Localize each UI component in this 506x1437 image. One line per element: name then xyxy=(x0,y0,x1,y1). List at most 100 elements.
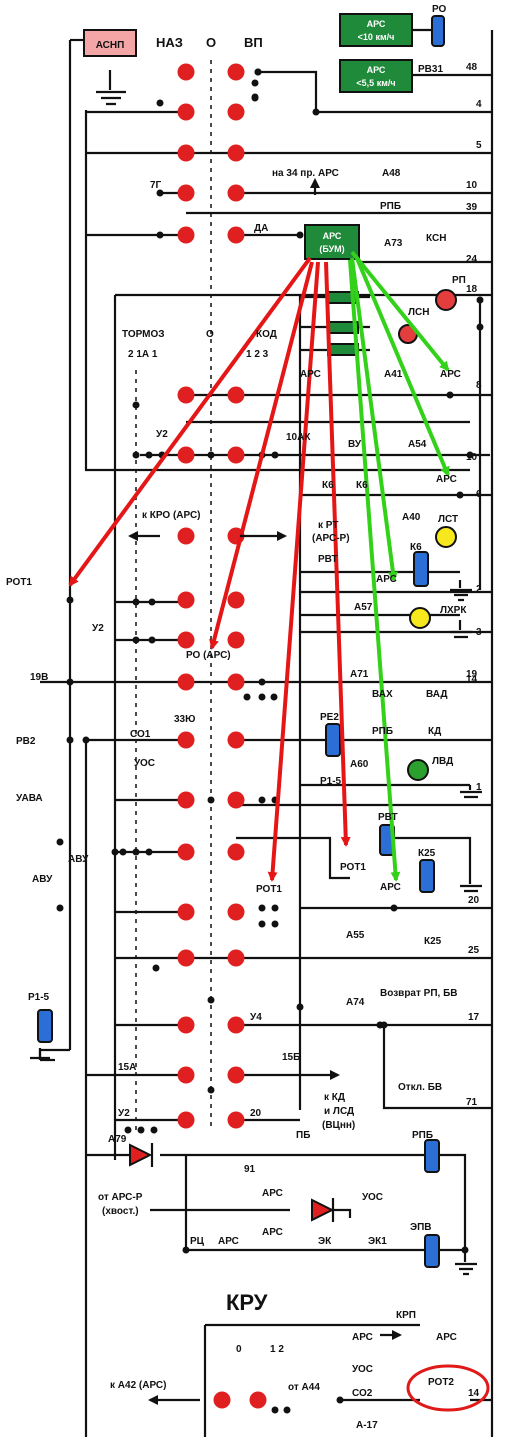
junction-dot xyxy=(456,491,464,499)
epv-label: ЭПВ xyxy=(410,1222,432,1233)
lst-label: ЛСТ xyxy=(438,514,458,525)
ek-label: ЭК xyxy=(318,1236,332,1247)
junction-dot xyxy=(258,796,266,804)
contact-dot xyxy=(227,949,245,967)
junction-dot xyxy=(251,93,259,101)
ot-a44-label: от А44 xyxy=(288,1382,320,1393)
tormoz-label: ТОРМОЗ xyxy=(122,329,165,340)
ot-arsr-label-1: от АРС-Р xyxy=(98,1192,143,1203)
7g-label: 7Г xyxy=(150,180,162,191)
diodes xyxy=(129,1143,335,1222)
junction-dot xyxy=(56,904,64,912)
a73-label: А73 xyxy=(384,238,403,249)
15a-label: 15А xyxy=(118,1062,136,1073)
junction-dot xyxy=(156,99,164,107)
contact-dot xyxy=(177,843,195,861)
labels: НАЗ О ВП РО РВ31 на 34 пр. АРС А48 7Г РП… xyxy=(6,4,480,1431)
junction-dot xyxy=(207,1086,215,1094)
contact-dot xyxy=(227,446,245,464)
ot-arsr-label-2: (хвост.) xyxy=(102,1206,139,1217)
r15-label: Р1-5 xyxy=(320,776,342,787)
wire-number: 1 xyxy=(476,782,482,793)
10ak-label: 10АК xyxy=(286,432,311,443)
wire-number: 17 xyxy=(468,1012,480,1023)
junction-dot xyxy=(132,636,140,644)
wire-number: 24 xyxy=(466,254,478,265)
ars-label-e: АРС xyxy=(380,882,401,893)
kru-0-label: 0 xyxy=(236,1344,242,1355)
rv2-label: РВ2 xyxy=(16,736,36,747)
wire-number: 4 xyxy=(476,99,482,110)
o2-label: О xyxy=(206,329,214,340)
wire-number: 19 xyxy=(466,669,478,680)
rot1-label-b: РОТ1 xyxy=(340,862,366,873)
contact-dot xyxy=(227,103,245,121)
contact-dot xyxy=(177,386,195,404)
vad-label: ВАД xyxy=(426,689,447,700)
junction-dot xyxy=(380,1021,388,1029)
a48-label: А48 xyxy=(382,168,401,179)
junction-dot xyxy=(119,848,127,856)
wire-number: 2 xyxy=(476,584,482,595)
relay-coils xyxy=(37,551,440,1268)
grounds xyxy=(38,580,482,1276)
wire-number: 3 xyxy=(476,627,482,638)
k6-label-a: К6 xyxy=(322,480,334,491)
red-arrows xyxy=(68,256,351,882)
svg-text:АРС: АРС xyxy=(323,231,342,241)
wire-number: 6 xyxy=(476,489,482,500)
krp-label: КРП xyxy=(396,1310,416,1321)
ars-label-j: АРС xyxy=(436,1332,457,1343)
junction-dot xyxy=(271,904,279,912)
junction-dot xyxy=(207,451,215,459)
junction-dot xyxy=(476,296,484,304)
contact-dot xyxy=(177,591,195,609)
junction-dot xyxy=(82,736,90,744)
contact-dot xyxy=(227,1111,245,1129)
ars-label-d: АРС xyxy=(376,574,397,585)
a54-label: А54 xyxy=(408,439,427,450)
ars-bum-box: АРС (БУМ) xyxy=(304,224,360,260)
contact-dot xyxy=(227,631,245,649)
contact-dot xyxy=(177,527,195,545)
wire-number: 5 xyxy=(476,140,482,151)
wire-number: 48 xyxy=(466,62,478,73)
kd-label: КД xyxy=(428,726,441,737)
ars34-label: на 34 пр. АРС xyxy=(272,168,339,179)
junction-dot xyxy=(111,848,119,856)
pb-label: ПБ xyxy=(296,1130,310,1141)
ars-lt55-box: АРС <5,5 км/ч xyxy=(339,59,413,93)
o-label: О xyxy=(206,35,216,50)
wire-number: 8 xyxy=(476,380,482,391)
rot2-label: РОТ2 xyxy=(428,1377,454,1388)
junction-dot xyxy=(390,904,398,912)
contact-dot xyxy=(227,673,245,691)
junction-dot xyxy=(152,964,160,972)
contact-dot xyxy=(227,144,245,162)
contact-dot xyxy=(177,1016,195,1034)
kro-label: к КРО (АРС) xyxy=(142,510,201,521)
junction-dot xyxy=(446,391,454,399)
lamps xyxy=(398,289,457,781)
ars-label-f: АРС xyxy=(262,1188,283,1199)
junction-dot xyxy=(271,1406,279,1414)
contact-dot xyxy=(177,673,195,691)
contact-dot xyxy=(227,903,245,921)
a55-label: А55 xyxy=(346,930,365,941)
krt-label-1: к РТ xyxy=(318,520,338,531)
ars-label-c: АРС xyxy=(436,474,457,485)
junction-dot xyxy=(271,451,279,459)
black-arrows xyxy=(128,178,402,1405)
rvt-label: РВТ xyxy=(318,554,338,565)
junction-dot xyxy=(270,693,278,701)
ka42-label: к А42 (АРС) xyxy=(110,1380,166,1391)
junction-dot xyxy=(124,1126,132,1134)
uos2-label: УОС xyxy=(362,1192,383,1203)
u2-label-b: У2 xyxy=(92,623,104,634)
contact-dot xyxy=(227,843,245,861)
junction-dot xyxy=(271,920,279,928)
ksn-label: КСН xyxy=(426,233,446,244)
20-label: 20 xyxy=(250,1108,262,1119)
junction-dot xyxy=(148,598,156,606)
